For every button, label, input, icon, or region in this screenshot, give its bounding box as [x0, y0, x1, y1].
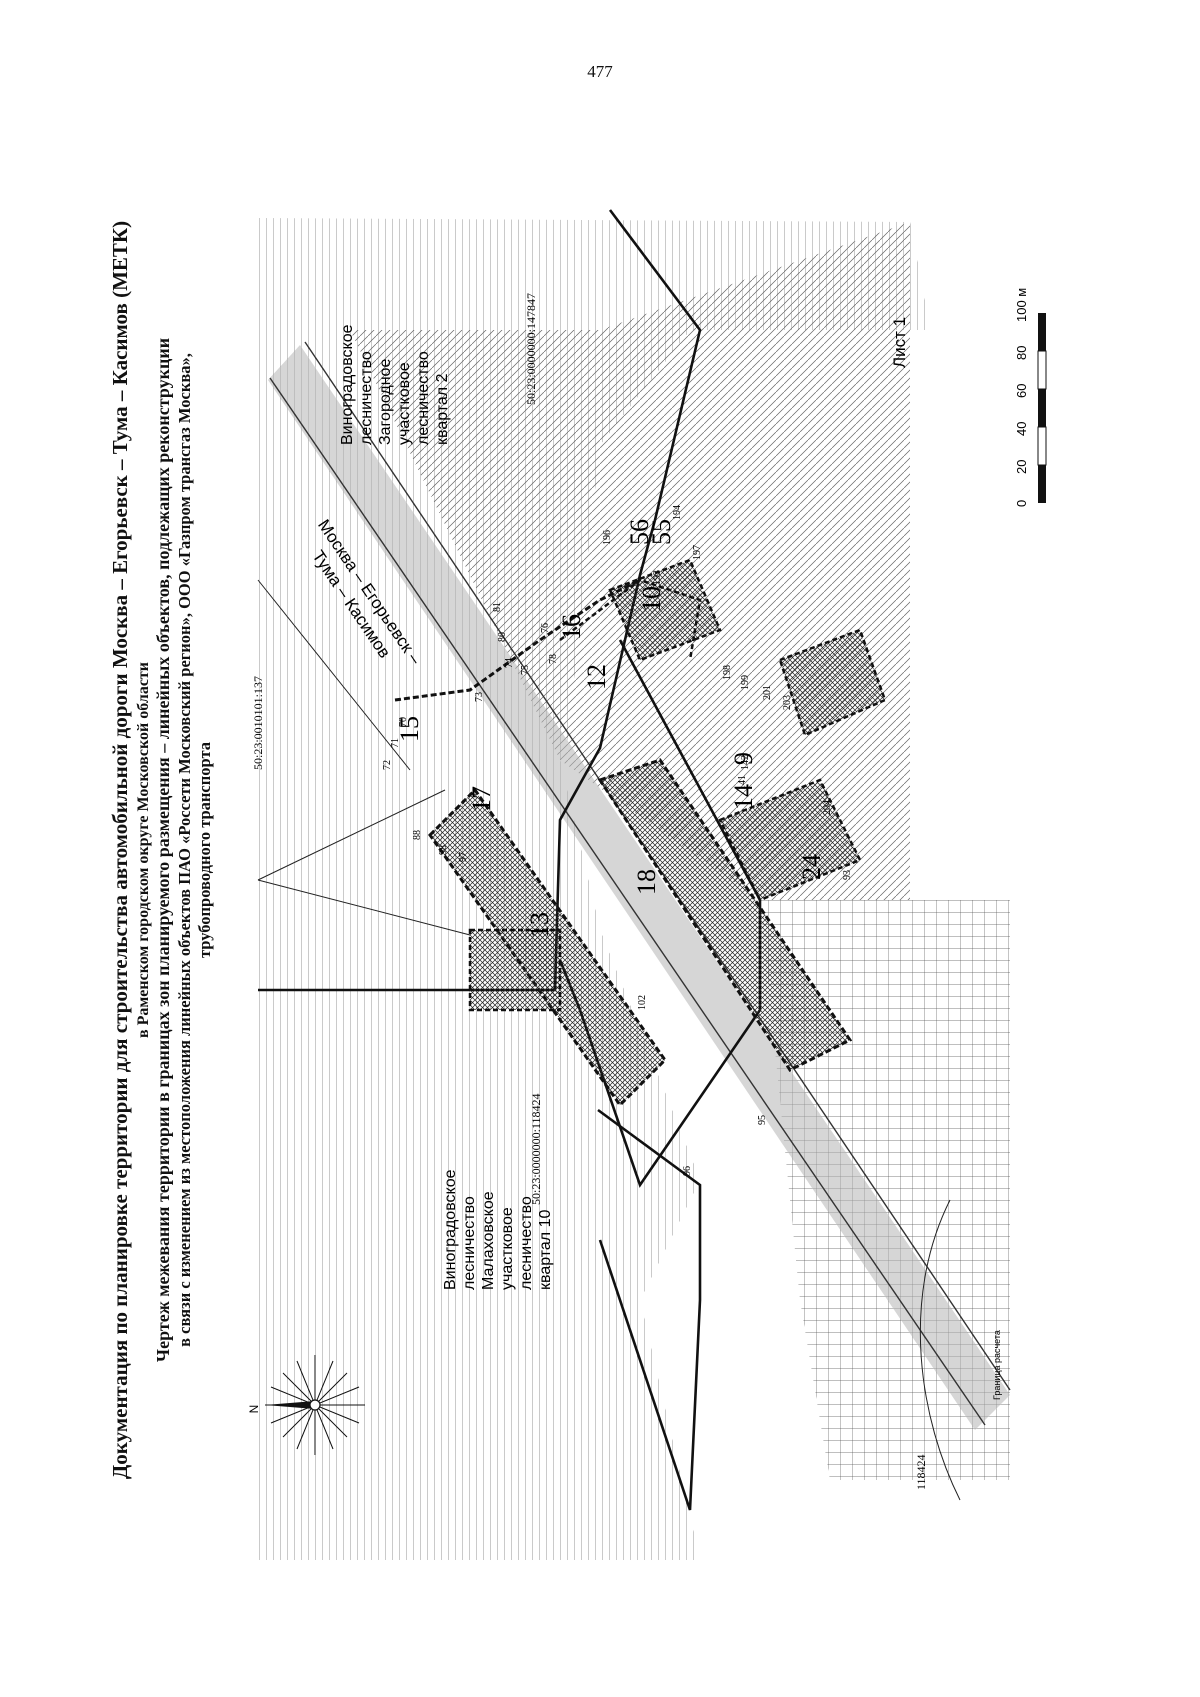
point-number-labels: 70 71 72 73 74 75 76 78 80 81 88 93 95 9… — [382, 505, 853, 1176]
point-label-74: 74 — [504, 658, 515, 668]
map-background — [258, 218, 1010, 1560]
scale-tick-80: 80 — [1014, 346, 1029, 360]
point-label-98: 98 — [438, 845, 449, 855]
point-label-97: 97 — [458, 852, 469, 862]
survey-line-1 — [257, 579, 411, 771]
forest-right-line-4: участковое — [396, 362, 413, 445]
creek-line — [919, 1199, 961, 1501]
scale-ticks: 0 20 40 60 80 100 м — [1014, 288, 1029, 507]
survey-line-3 — [257, 879, 471, 936]
point-label-75: 75 — [520, 665, 531, 675]
forest-left-line-1: Виноградовское — [442, 1169, 459, 1290]
point-label-201: 201 — [762, 685, 773, 700]
forest-left-line-2: лесничество — [461, 1196, 478, 1290]
forest-right-line-1: Виноградовское — [339, 324, 356, 445]
planning-zones — [394, 558, 887, 1108]
calc-boundary-label: Граница расчета — [992, 1330, 1002, 1400]
forest-area-left-lower — [258, 1300, 700, 1560]
zone-number-labels: 15 16 12 10 56 55 17 13 18 14 9 24 — [395, 519, 826, 938]
zone-label-56: 56 — [625, 519, 654, 545]
point-label-196: 196 — [602, 530, 613, 545]
scale-bar: 0 20 40 60 80 100 м — [1014, 288, 1047, 507]
scale-tick-40: 40 — [1014, 422, 1029, 436]
point-label-95: 95 — [757, 1115, 768, 1125]
north-letter: N — [247, 1405, 261, 1414]
scale-tick-0: 0 — [1014, 500, 1029, 507]
scale-seg-4 — [1037, 426, 1047, 466]
point-label-76: 76 — [540, 623, 551, 633]
zone-label-55: 55 — [647, 519, 676, 545]
road-edge-left — [269, 377, 986, 1426]
zone-label-16: 16 — [557, 614, 586, 640]
point-label-93: 93 — [842, 870, 853, 880]
forest-left-line-6: квартал 10 — [537, 1210, 554, 1290]
forest-left-line-4: участковое — [499, 1207, 516, 1290]
forest-area-left-upper — [258, 760, 700, 1300]
forest-right-line-6: квартал 2 — [434, 373, 451, 445]
zone-label-18: 18 — [632, 869, 661, 895]
zone-label-10: 10 — [637, 586, 666, 612]
page-number: 477 — [587, 62, 613, 81]
zone-label-15: 15 — [395, 716, 424, 742]
forest-left-line-5: лесничество — [518, 1196, 535, 1290]
zone-label-14: 14 — [729, 784, 758, 810]
point-label-197: 197 — [692, 545, 703, 560]
point-label-80: 80 — [497, 632, 508, 642]
scale-tick-60: 60 — [1014, 384, 1029, 398]
point-label-70: 70 — [398, 717, 409, 727]
zone-label-13: 13 — [525, 912, 554, 938]
zone-9-block — [778, 628, 887, 737]
point-label-199: 199 — [740, 675, 751, 690]
point-label-96: 96 — [682, 1166, 693, 1176]
forest-right-line-5: лесничество — [415, 351, 432, 445]
scale-seg-5 — [1038, 465, 1046, 503]
point-label-78: 78 — [548, 654, 559, 664]
forest-left-label: Виноградовское лесничество Малаховское у… — [442, 1169, 554, 1290]
sheet-label: Лист 1 — [890, 317, 909, 368]
zone-label-12: 12 — [582, 664, 611, 690]
point-label-142: 142 — [740, 755, 751, 770]
zone-14-block — [718, 778, 862, 902]
point-label-81: 81 — [492, 602, 503, 612]
point-label-73: 73 — [474, 692, 485, 702]
point-label-198: 198 — [722, 665, 733, 680]
point-label-72: 72 — [382, 760, 393, 770]
forest-left-line-3: Малаховское — [480, 1191, 497, 1290]
cadastral-number-2: 50:23:0000000:118424 — [529, 1093, 543, 1205]
point-label-204: 204 — [822, 800, 833, 815]
diagonal-hatched-area — [350, 222, 910, 900]
point-label-71: 71 — [390, 738, 401, 748]
zone-label-17: 17 — [467, 786, 496, 812]
zone-12-line — [559, 578, 702, 661]
road-band — [268, 345, 1010, 1430]
zone-16-block — [608, 558, 722, 662]
scale-tick-20: 20 — [1014, 460, 1029, 474]
scale-seg-1 — [1038, 313, 1046, 351]
cadastral-number-3: 50:23:0000000:147847 — [524, 293, 538, 405]
zone-label-9: 9 — [729, 752, 758, 765]
forest-right-label: Виноградовское лесничество Загородное уч… — [339, 324, 451, 445]
point-label-194: 194 — [672, 505, 683, 520]
point-label-141: 141 — [737, 775, 748, 790]
point-label-193: 193 — [652, 570, 663, 585]
scale-seg-2 — [1037, 350, 1047, 390]
scale-seg-3 — [1038, 389, 1046, 427]
north-arrow-icon: N — [247, 1355, 365, 1455]
survey-lines — [257, 579, 961, 1501]
point-label-203: 203 — [782, 695, 793, 710]
scale-tick-100: 100 м — [1014, 288, 1029, 322]
zone-15-line — [394, 578, 641, 702]
survey-line-2 — [257, 789, 446, 881]
boundary-left-pocket — [597, 1108, 702, 1511]
zone-18-band — [597, 758, 853, 1072]
zone-17-block — [468, 928, 562, 1012]
zone-label-24: 24 — [797, 854, 826, 880]
cadastral-number-4: 118424 — [914, 1454, 928, 1490]
point-label-102: 102 — [637, 995, 648, 1010]
forest-right-line-3: Загородное — [377, 359, 394, 445]
cadastral-number-1: 50:23:0010101:137 — [251, 676, 265, 770]
point-label-88: 88 — [412, 830, 423, 840]
forest-right-line-2: лесничество — [358, 351, 375, 445]
